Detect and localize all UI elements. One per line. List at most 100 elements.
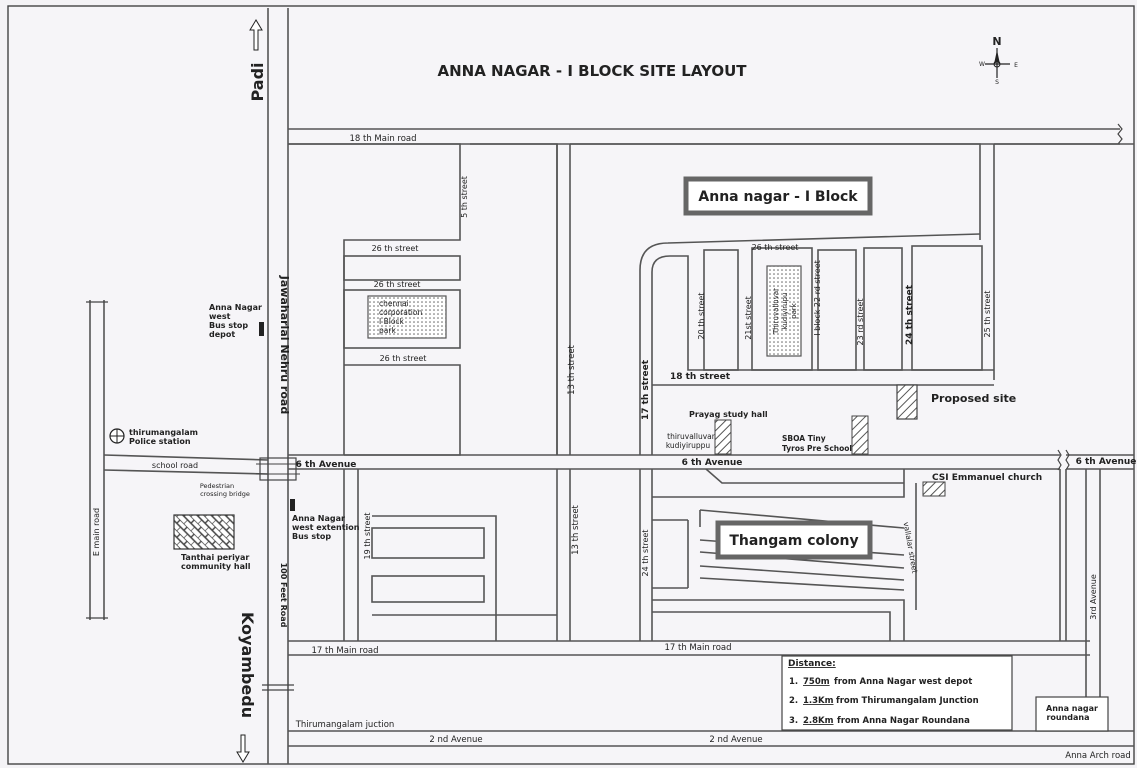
- thirumangalam-juction-label: Thirumangalam juction: [295, 720, 395, 730]
- distance-num: 1.: [789, 677, 798, 687]
- thangam-colony-label: Thangam colony: [729, 533, 858, 549]
- 19th-street-label: 19 th street: [363, 513, 372, 560]
- community-hall: Tanthai periyar community hall: [173, 514, 251, 571]
- distance-item: 2. 1.3Km from Thirumangalam Junction: [789, 696, 979, 706]
- chennai-park-line-1: chennai: [379, 299, 409, 308]
- community-hall-line-2: community hall: [181, 562, 251, 571]
- thiruvalluvar-kudiyiruppu-line-1: thiruvalluvar: [667, 432, 716, 441]
- 17th-street-label: 17 th street: [641, 359, 651, 420]
- 5th-street-label: 5 th street: [460, 176, 469, 218]
- distance-text: from Thirumangalam Junction: [836, 696, 979, 706]
- 13th-street-label-bottom: 13 th street: [571, 504, 581, 554]
- 21st-street-label: 21st street: [744, 296, 753, 339]
- pedestrian-line-2: crossing bridge: [200, 490, 250, 498]
- proposed-site: Proposed site: [896, 384, 1016, 420]
- 13th-street: [556, 144, 571, 641]
- page-title: ANNA NAGAR - I BLOCK SITE LAYOUT: [437, 62, 747, 80]
- 24th-street-label-top: 24 th street: [905, 284, 915, 345]
- extension-line-3: Bus stop: [292, 532, 331, 541]
- 100-feet-road-label: 100 Feet Road: [279, 563, 288, 628]
- padi-label: Padi: [248, 62, 267, 101]
- compass-e: E: [1014, 62, 1018, 69]
- thiruvalluvar-park: Thiruvalluvar kudiyirupu park: [766, 265, 802, 357]
- padi-arrow-icon: [249, 19, 263, 51]
- distance-value: 1.3Km: [803, 696, 834, 706]
- 26th-street-label-b: 26 th street: [374, 280, 421, 289]
- extension-line-1: Anna Nagar: [292, 514, 345, 523]
- block-19th-street: [343, 469, 557, 641]
- csi-church: CSI Emmanuel church: [922, 473, 1042, 497]
- 17th-main-road-label-right: 17 th Main road: [664, 643, 731, 653]
- compass-s: S: [995, 79, 999, 86]
- 13th-street-label-top: 13 th street: [567, 344, 577, 394]
- anna-nagar-i-block-box: Anna nagar - I Block: [683, 176, 873, 216]
- chennai-park-line-3: I Block: [379, 317, 405, 326]
- school-road: [103, 454, 269, 475]
- police-line-1: thirumangalam: [129, 428, 198, 437]
- depot-line-4: depot: [209, 330, 235, 339]
- i-block-area: [570, 143, 1134, 455]
- proposed-site-label: Proposed site: [931, 392, 1016, 405]
- 6th-avenue-label-right: 6 th Avenue: [1076, 457, 1137, 467]
- chennai-corporation-park: chennai corporation I Block park: [367, 295, 447, 339]
- 20th-street-label: 20 th street: [697, 293, 706, 340]
- anna-arch-road-label: Anna Arch road: [1065, 751, 1131, 761]
- distance-value: 2.8Km: [803, 716, 834, 726]
- distance-box: Distance: 1. 750m from Anna Nagar west d…: [781, 655, 1013, 731]
- extension-line-2: west extention: [292, 523, 360, 532]
- koyambedu-arrow-icon: [236, 734, 250, 763]
- roundana-line-1: Anna nagar: [1046, 704, 1098, 713]
- 23rd-street-label: 23 rd street: [856, 299, 865, 346]
- depot-line-2: west: [209, 312, 231, 321]
- jn-road-label: Jawaharlal Nehru road: [278, 275, 291, 414]
- 2nd-avenue-label-right: 2 nd Avenue: [709, 735, 762, 745]
- 17th-main-road: [288, 640, 1090, 656]
- pedestrian-bridge-symbol: [256, 457, 300, 481]
- prayag-study-hall: Prayag study hall: [689, 410, 768, 455]
- 18th-street-label: 18 th street: [670, 372, 731, 382]
- sboa-line-1: SBOA Tiny: [782, 434, 826, 443]
- anna-nagar-west-depot: Anna Nagar west Bus stop depot: [209, 303, 264, 339]
- koyambedu-label: Koyambedu: [238, 612, 257, 718]
- 25th-street-label: 25 th street: [983, 291, 992, 338]
- csi-church-label: CSI Emmanuel church: [932, 473, 1042, 483]
- e-main-road: [86, 300, 108, 620]
- sboa-line-2: Tyros Pre School: [782, 444, 852, 453]
- jn-road: [267, 8, 289, 764]
- school-road-label: school road: [152, 461, 198, 470]
- pedestrian-line-1: Pedestrian: [200, 482, 234, 490]
- roundana-line-2: roundana: [1046, 713, 1089, 722]
- depot-line-3: Bus stop: [209, 321, 248, 330]
- distance-value: 750m: [803, 677, 830, 687]
- distance-heading: Distance:: [788, 659, 836, 669]
- depot-line-1: Anna Nagar: [209, 303, 262, 312]
- 2nd-avenue-label-left: 2 nd Avenue: [429, 735, 482, 745]
- thangam-colony-box: Thangam colony: [715, 520, 873, 560]
- 6th-avenue-label-mid: 6 th Avenue: [682, 458, 743, 468]
- police-station: thirumangalam Police station: [109, 428, 198, 446]
- chennai-park-line-2: corporation: [379, 308, 422, 317]
- 26th-street-label-c: 26 th street: [380, 354, 427, 363]
- chennai-park-line-4: park: [379, 326, 396, 335]
- distance-text: from Anna Nagar Roundana: [837, 716, 970, 726]
- distance-item: 1. 750m from Anna Nagar west depot: [789, 677, 972, 687]
- distance-num: 2.: [789, 696, 798, 706]
- 2nd-avenue: [288, 730, 1134, 747]
- distance-num: 3.: [789, 716, 798, 726]
- 3rd-avenue-label: 3rd Avenue: [1089, 574, 1098, 620]
- compass-n: N: [992, 35, 1001, 48]
- e-main-road-label: E main road: [92, 508, 101, 556]
- thiruvalluvar-park-line-1: Thiruvalluvar: [772, 288, 780, 335]
- 18th-main-road-label: 18 th Main road: [349, 134, 416, 144]
- thiruvalluvar-kudiyiruppu-line-2: kudiyiruppu: [666, 441, 711, 450]
- anna-nagar-i-block-label: Anna nagar - I Block: [698, 189, 858, 205]
- compass-w: W: [979, 61, 985, 68]
- prayag-label: Prayag study hall: [689, 410, 768, 419]
- thiruvalluvar-park-line-3: park: [790, 302, 798, 319]
- 24th-street-label-bottom: 24 th street: [641, 530, 650, 577]
- 26th-street-label-d: 26 th street: [752, 243, 799, 252]
- compass-icon: N S W E: [979, 35, 1018, 86]
- 22rd-street-label: I block 22 rd street: [813, 260, 822, 336]
- extension-bus-stop: Anna Nagar west extention Bus stop: [290, 499, 360, 541]
